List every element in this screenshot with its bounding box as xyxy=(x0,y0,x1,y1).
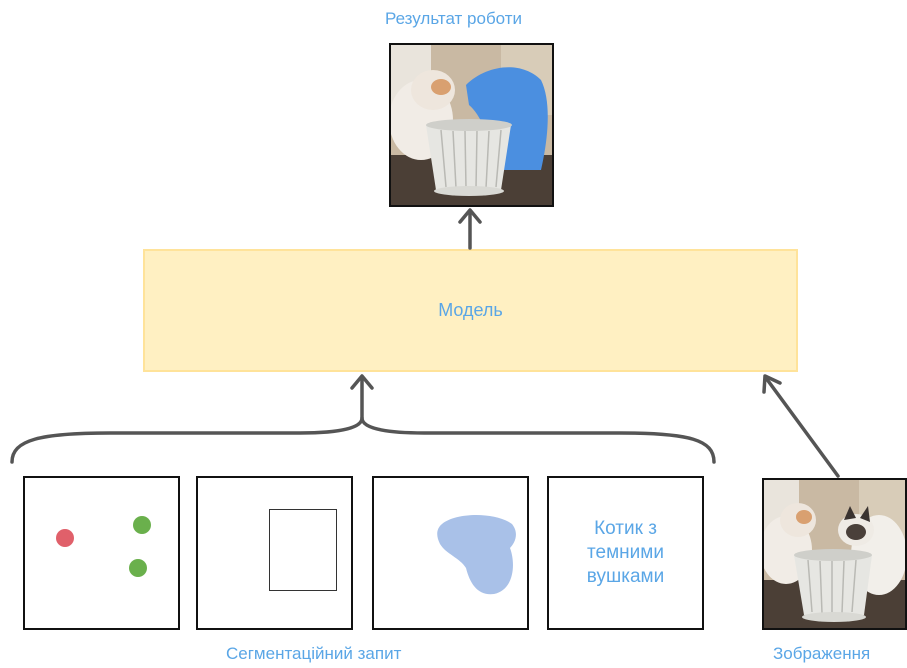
mask-prompt xyxy=(372,476,529,630)
input-image xyxy=(762,478,907,630)
input-image-drawing xyxy=(764,480,905,628)
box-prompt xyxy=(196,476,353,630)
image-label: Зображення xyxy=(773,644,871,663)
model-box: Модель xyxy=(143,249,798,372)
point-icon xyxy=(129,559,147,577)
up-arrow-icon xyxy=(762,374,840,478)
prompt-label: Сегментаційний запит xyxy=(226,644,402,663)
up-arrow-icon xyxy=(350,374,374,420)
result-image-drawing xyxy=(391,45,552,205)
model-label: Модель xyxy=(438,300,503,320)
curly-brace-icon xyxy=(10,416,716,464)
point-icon xyxy=(133,516,151,534)
point-prompt xyxy=(23,476,180,630)
point-icon xyxy=(56,529,74,547)
mask-icon xyxy=(437,515,516,595)
result-image xyxy=(389,43,554,207)
text-prompt: Котик з темними вушками xyxy=(547,476,704,630)
text-prompt-label: Котик з темними вушками xyxy=(586,518,665,587)
up-arrow-icon xyxy=(458,208,482,250)
result-label: Результат роботи xyxy=(385,9,523,28)
rectangle-icon xyxy=(269,509,337,591)
